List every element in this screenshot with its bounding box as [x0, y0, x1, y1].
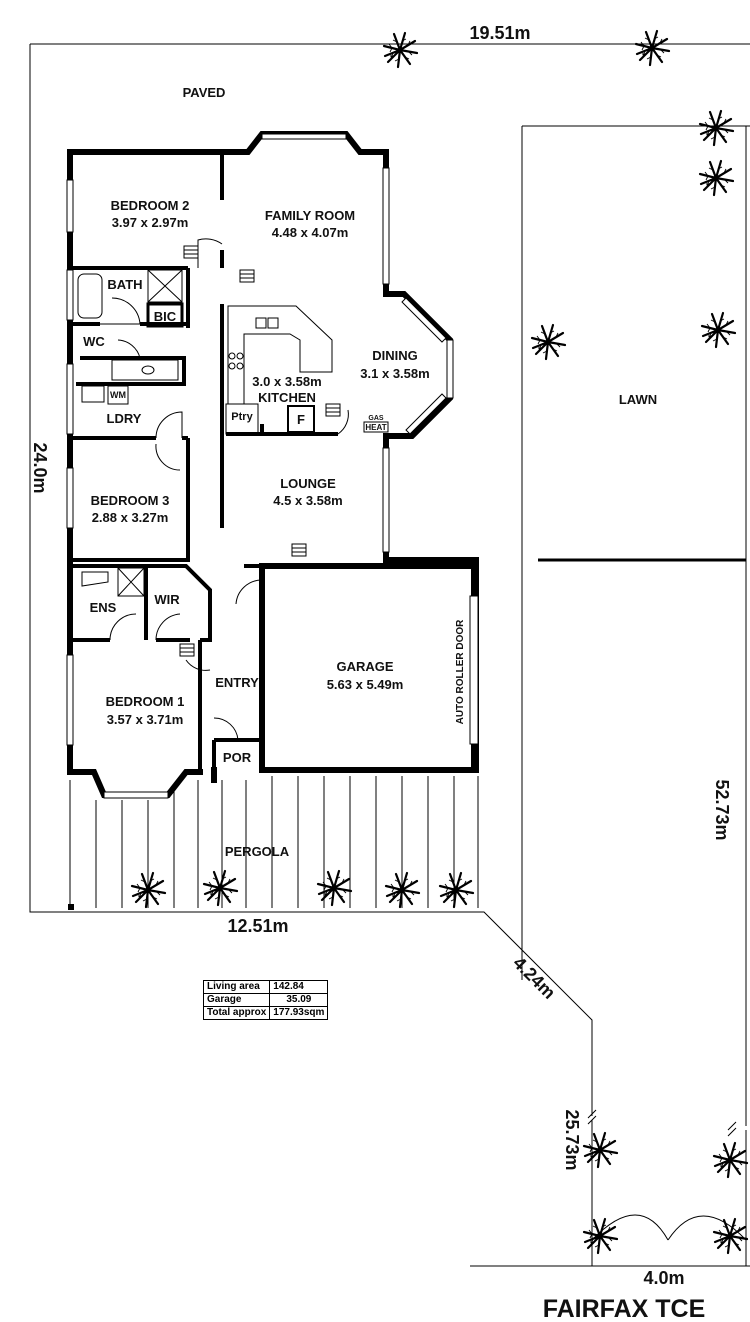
heat-label: HEAT [365, 423, 386, 432]
cooktop [228, 352, 244, 370]
bedroom2-name: BEDROOM 2 [111, 198, 190, 213]
kitchen-name: KITCHEN [258, 390, 316, 405]
wc-label: WC [83, 334, 105, 349]
lounge-name: LOUNGE [280, 476, 336, 491]
por-label: POR [223, 750, 252, 765]
palm-icons [130, 29, 749, 1255]
ens-bath [81, 571, 109, 587]
dim-diagonal: 4.24m [509, 953, 559, 1003]
fridge-box [287, 405, 315, 433]
wm-label: WM [110, 390, 126, 400]
bic-label: BIC [154, 309, 177, 324]
garage-size: 5.63 x 5.49m [327, 677, 404, 692]
ptry-label: Ptry [231, 411, 253, 423]
dim-right: 52.73m [712, 779, 732, 840]
wc-vanity [111, 359, 179, 381]
wir-label: WIR [154, 592, 180, 607]
bedroom3-size: 2.88 x 3.27m [92, 510, 169, 525]
area-row: Garage 35.09 [202, 993, 329, 1007]
dim-frontage: 4.0m [643, 1268, 684, 1288]
roller-door-label: AUTO ROLLER DOOR [455, 619, 466, 725]
family-size: 4.48 x 4.07m [272, 225, 349, 240]
bath-label: BATH [107, 277, 142, 292]
gas-label: GAS [368, 415, 384, 422]
bic-box [146, 302, 184, 328]
pergola-posts [68, 904, 74, 910]
area-value: 177.93sqm [269, 1006, 329, 1020]
bedroom1-name: BEDROOM 1 [106, 694, 185, 709]
area-label: Garage [202, 993, 271, 1007]
area-table: Living area 142.84 Garage 35.09 Total ap… [202, 980, 329, 1020]
kitchen-size: 3.0 x 3.58m [252, 374, 321, 389]
lawn-label: LAWN [619, 392, 657, 407]
driveway-break [587, 1109, 737, 1137]
family-name: FAMILY ROOM [265, 208, 355, 223]
area-value: 35.09 [269, 993, 329, 1007]
area-label: Living area [202, 980, 271, 994]
pantry-box [225, 403, 259, 435]
ens-label: ENS [90, 600, 117, 615]
area-value: 142.84 [269, 980, 329, 994]
windows [66, 133, 479, 799]
wm-box [107, 385, 129, 405]
pergola-label: PERGOLA [225, 844, 290, 859]
shower-box [147, 269, 183, 303]
door-swings [100, 238, 349, 741]
paved-label: PAVED [183, 85, 226, 100]
ldry-tub [81, 385, 105, 403]
entry-label: ENTRY [215, 675, 259, 690]
ens-shower [117, 567, 145, 597]
area-label: Total approx [202, 1006, 271, 1020]
dining-name: DINING [372, 348, 418, 363]
gas-heater [363, 421, 389, 433]
bath-tub [77, 273, 103, 319]
garage-name: GARAGE [336, 659, 393, 674]
dim-top: 19.51m [469, 23, 530, 43]
interior-walls [70, 152, 338, 772]
bedroom3-name: BEDROOM 3 [91, 493, 170, 508]
area-row: Total approx 177.93sqm [202, 1006, 329, 1020]
street-name: FAIRFAX TCE [543, 1295, 706, 1322]
fridge-label: F [297, 412, 305, 427]
pergola [69, 776, 479, 908]
bedroom2-size: 3.97 x 2.97m [112, 215, 189, 230]
dim-driveway-side: 25.73m [562, 1109, 582, 1170]
ldry-label: LDRY [107, 411, 142, 426]
area-row: Living area 142.84 [202, 980, 329, 994]
dim-bottom: 12.51m [227, 916, 288, 936]
bedroom1-size: 3.57 x 3.71m [107, 712, 184, 727]
site-boundary [29, 43, 750, 1126]
lounge-size: 4.5 x 3.58m [273, 493, 342, 508]
dim-left: 24.0m [30, 442, 50, 493]
dining-size: 3.1 x 3.58m [360, 366, 429, 381]
